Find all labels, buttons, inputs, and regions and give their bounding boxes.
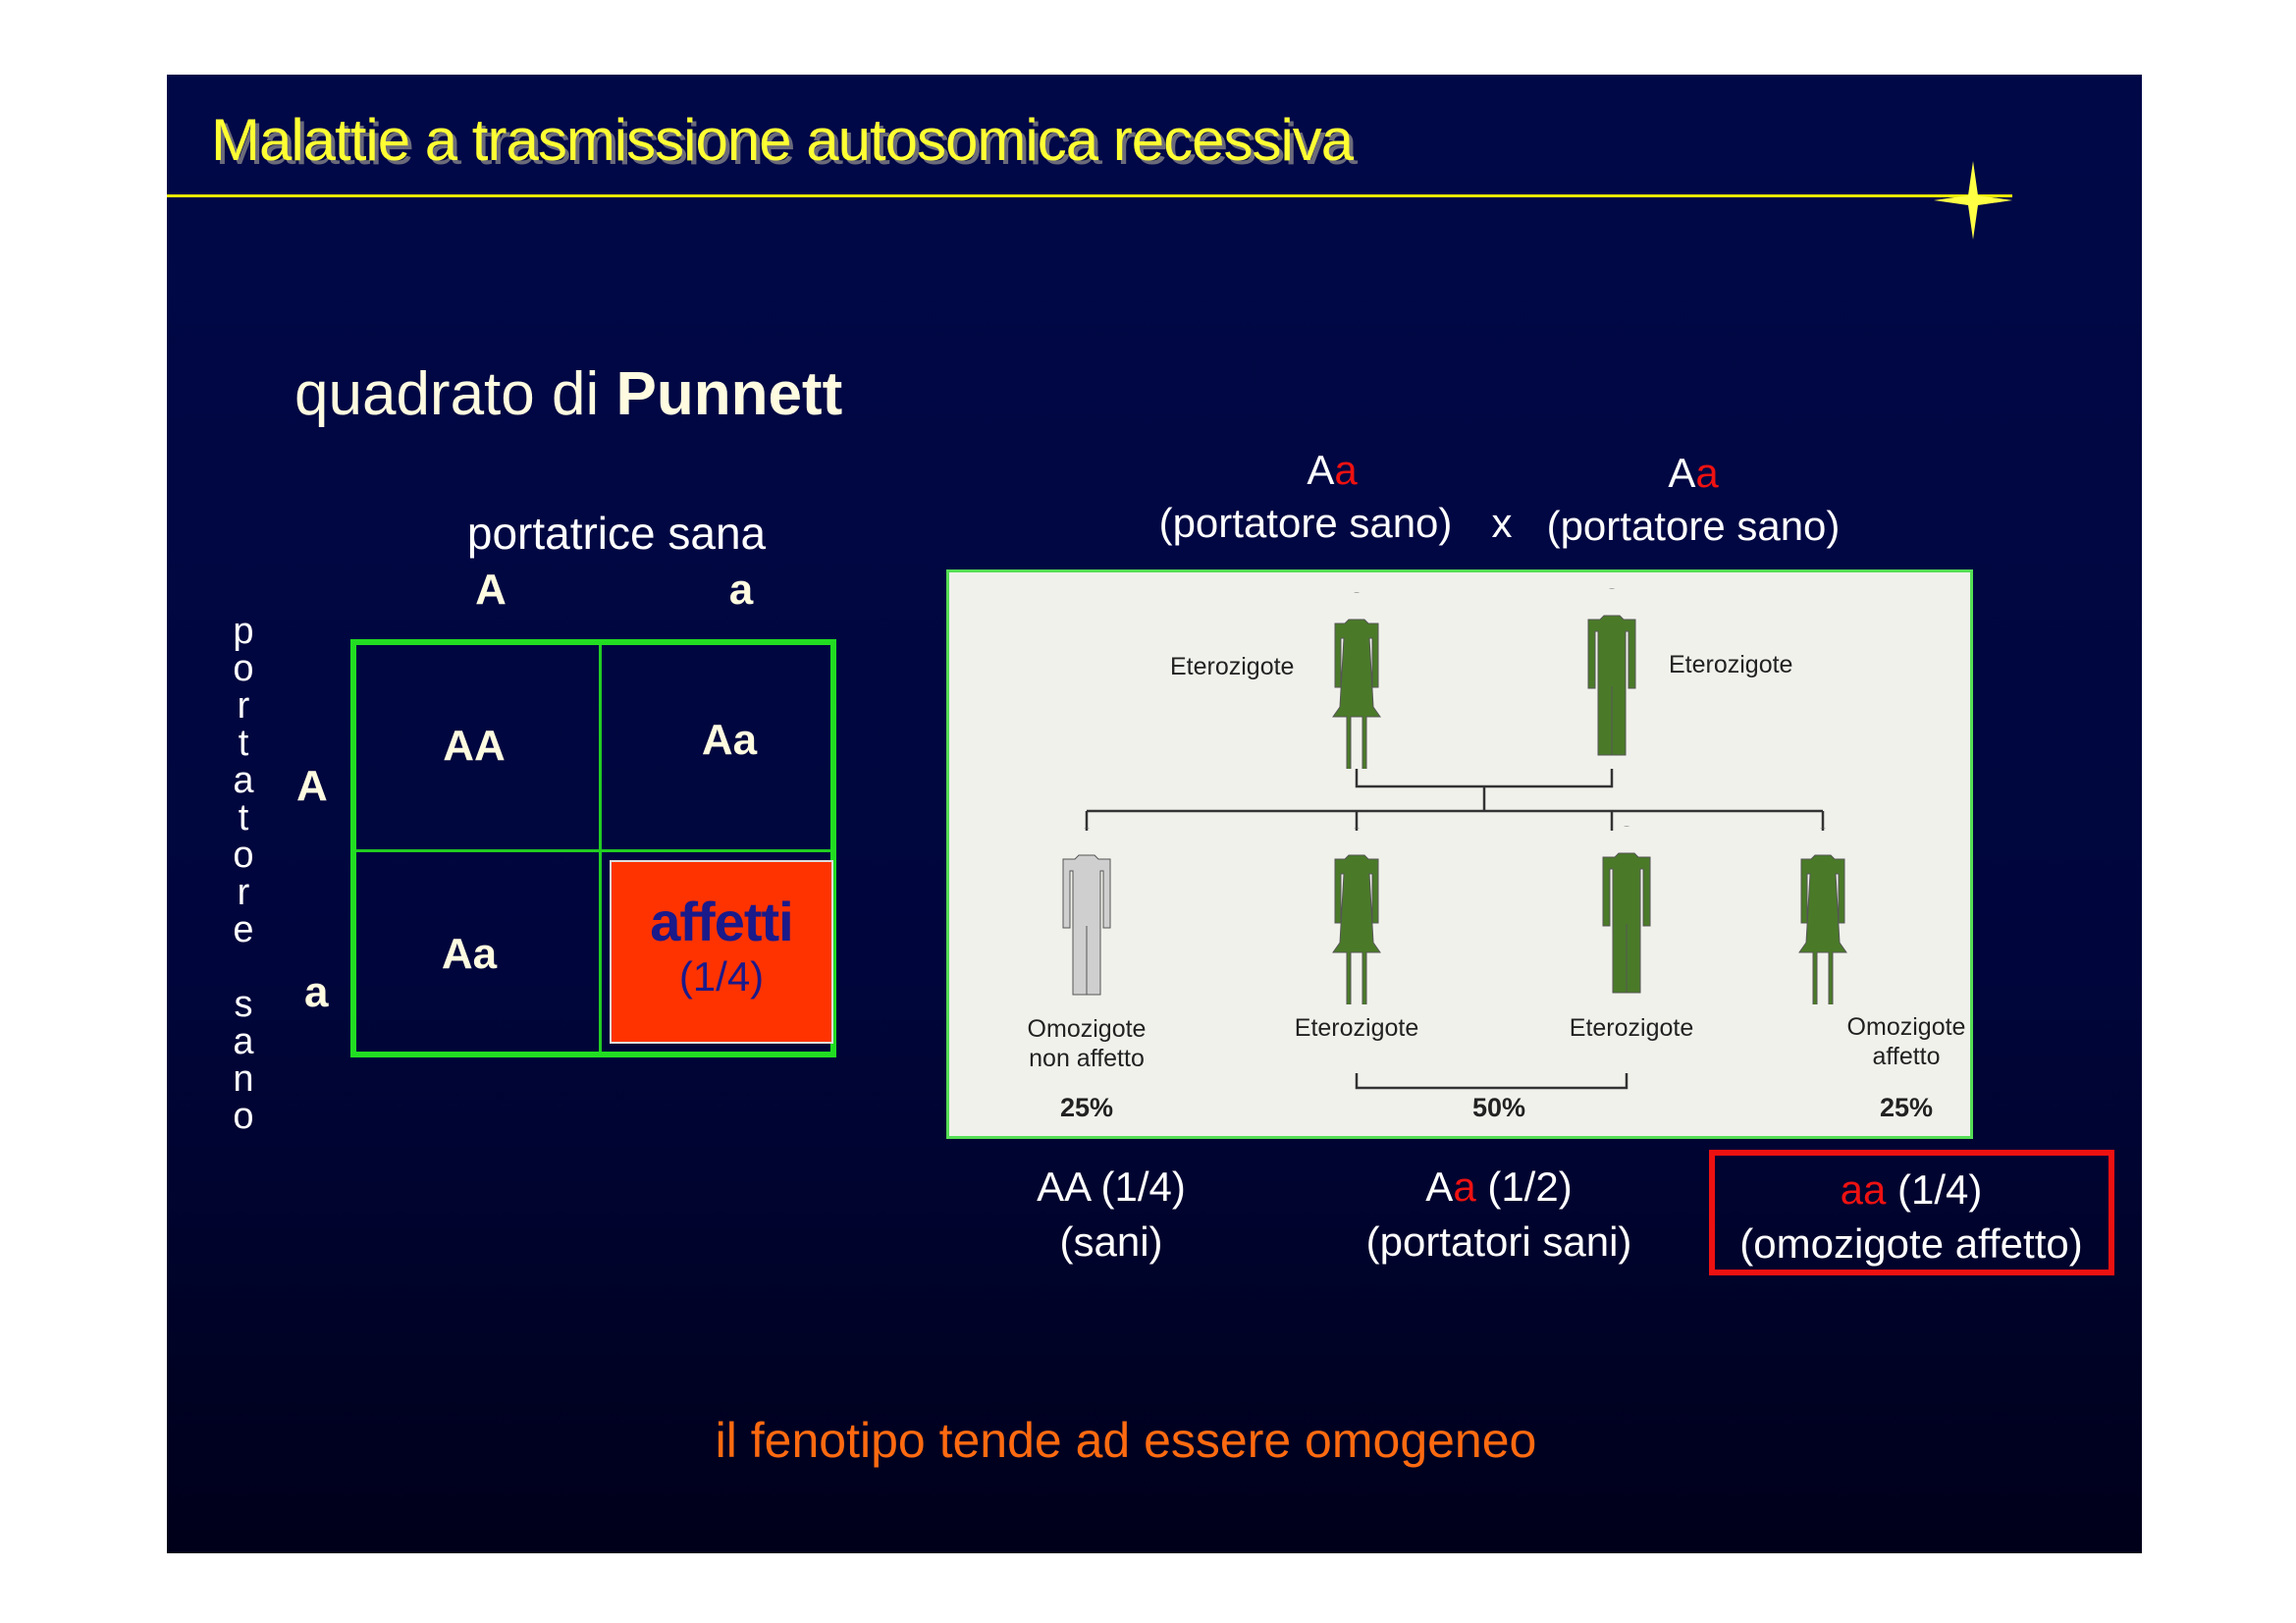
- title-divider: [167, 194, 2012, 197]
- row-header-letter: p: [233, 611, 254, 652]
- punnett-square: AA Aa Aa affetti (1/4): [350, 639, 836, 1057]
- row-header-letter: s: [234, 984, 253, 1025]
- slide: Malattie a trasmissione autosomica reces…: [167, 75, 2142, 1553]
- row-header-letter: t: [238, 797, 249, 839]
- man-figure-icon: [1587, 588, 1636, 756]
- child2-label: Eterozigote: [1294, 1014, 1419, 1042]
- slide-title: Malattie a trasmissione autosomica reces…: [211, 107, 1354, 173]
- affected-highlight-box: [1709, 1150, 2114, 1275]
- affected-label: affetti: [650, 891, 793, 952]
- row-header-letter: o: [233, 835, 254, 876]
- percent-homozygous-unaffected: 25%: [1059, 1093, 1114, 1122]
- parent2-genotype: Aa: [1668, 450, 1719, 496]
- woman-figure-icon: [1798, 828, 1847, 1004]
- child3-label: Eterozigote: [1569, 1014, 1694, 1042]
- cell-Aa-bottom: Aa: [441, 930, 498, 978]
- man-figure-icon: [1602, 826, 1651, 994]
- result-AA: AA (1/4): [1037, 1163, 1186, 1210]
- cross-symbol: x: [1491, 500, 1513, 546]
- pedigree-lines: [1085, 769, 1825, 1090]
- row-header-letter: [222, 948, 265, 986]
- cell-affected: affetti (1/4): [610, 860, 833, 1044]
- row-header-letter: n: [233, 1058, 254, 1100]
- result-AA-desc: (sani): [1059, 1218, 1163, 1265]
- row-header-letter: a: [233, 1021, 254, 1062]
- row-header-letter: o: [233, 1096, 254, 1137]
- subtitle-normal: quadrato di: [294, 360, 616, 428]
- cell-AA: AA: [443, 722, 506, 770]
- row-header-letter: a: [233, 760, 254, 801]
- parent1-label: Eterozigote: [1170, 653, 1295, 680]
- row-header-letter: o: [233, 648, 254, 689]
- row-header-letter: r: [237, 685, 250, 727]
- col-allele-a: a: [728, 566, 754, 614]
- result-Aa: Aa (1/2): [1425, 1163, 1573, 1210]
- parent1-desc: (portatore sano): [1158, 500, 1453, 546]
- parent2-desc: (portatore sano): [1546, 503, 1841, 549]
- row-allele-A: A: [296, 762, 328, 810]
- row-header-letter: e: [233, 909, 254, 950]
- star-icon: [1934, 161, 2012, 240]
- row-header-letter: t: [238, 723, 249, 764]
- grid-divider-h: [356, 849, 830, 852]
- result-aa: aa (1/4): [1840, 1166, 1983, 1213]
- col-allele-A: A: [475, 566, 507, 614]
- parent1-genotype: Aa: [1307, 447, 1358, 493]
- subtitle: quadrato di Punnett: [294, 359, 842, 429]
- result-aa-desc: (omozigote affetto): [1739, 1220, 2083, 1267]
- row-allele-a: a: [304, 968, 329, 1016]
- footer-note: il fenotipo tende ad essere omogeneo: [715, 1413, 1537, 1468]
- percent-homozygous-affected: 25%: [1879, 1093, 1934, 1122]
- affected-fraction: (1/4): [678, 953, 765, 1000]
- woman-figure-icon: [1332, 828, 1381, 1004]
- woman-figure-icon: [1332, 592, 1381, 769]
- subtitle-bold: Punnett: [615, 360, 843, 428]
- man-figure-icon: [1062, 828, 1111, 996]
- column-header: portatrice sana: [466, 508, 767, 559]
- row-header-letter: r: [237, 872, 250, 913]
- cell-Aa-top: Aa: [701, 716, 758, 764]
- percent-heterozygous: 50%: [1471, 1093, 1526, 1122]
- parent2-label: Eterozigote: [1669, 651, 1793, 678]
- result-Aa-desc: (portatori sani): [1365, 1218, 1632, 1265]
- grid-divider-v: [599, 645, 602, 1052]
